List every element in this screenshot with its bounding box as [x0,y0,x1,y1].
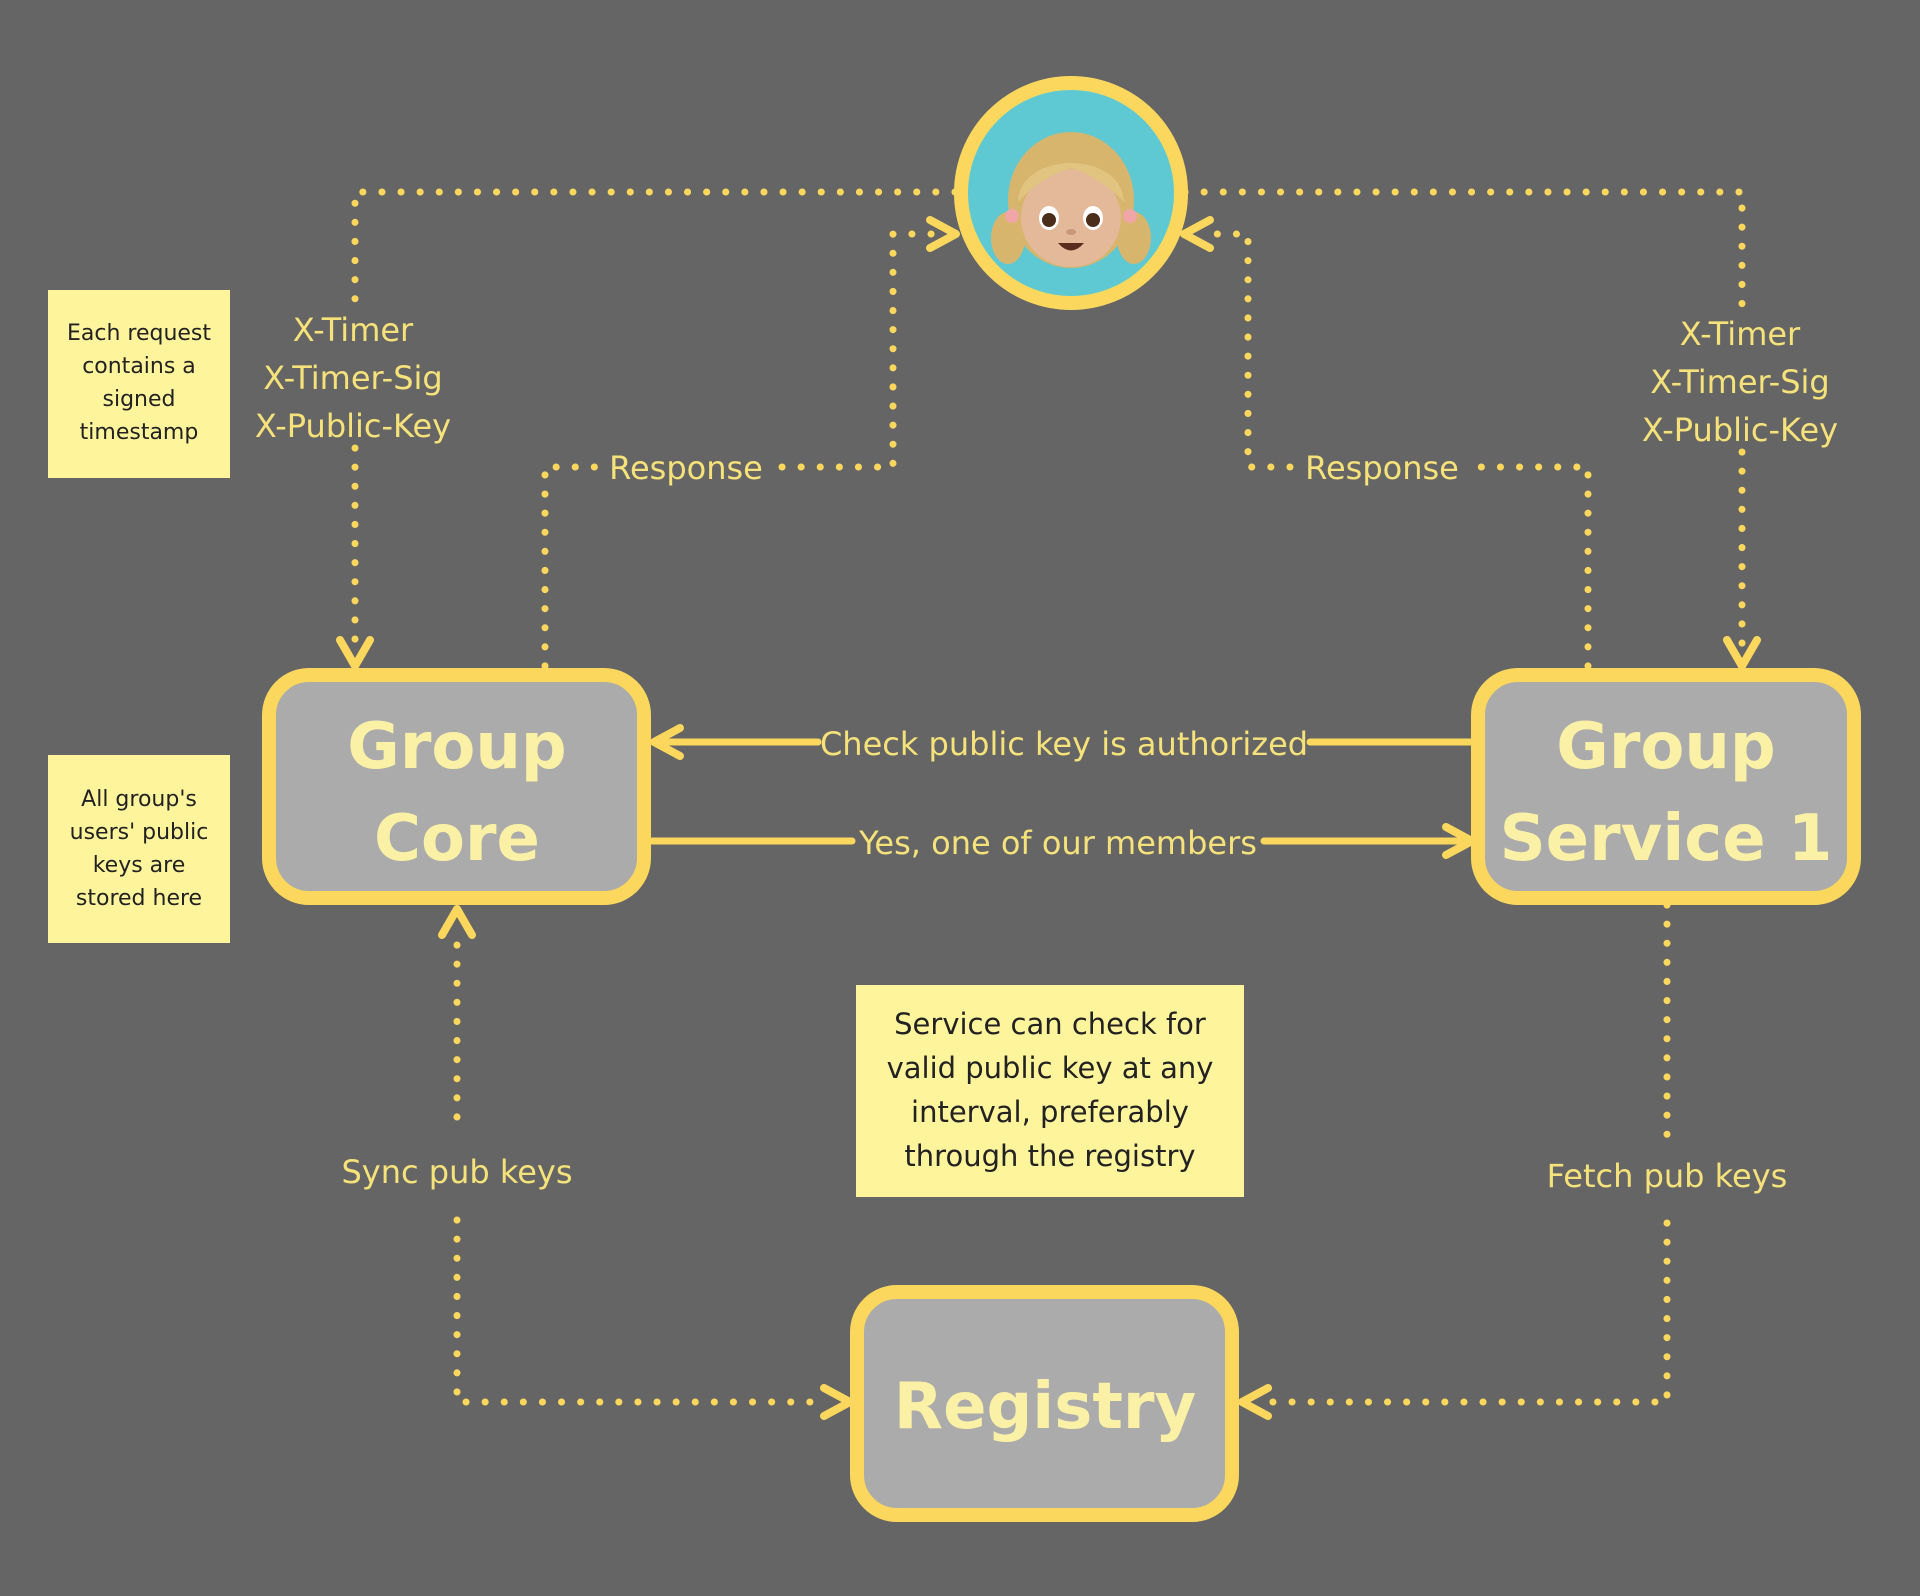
note-service-check-line1: Service can check for [894,1007,1206,1041]
arrowhead-registry-left [820,1384,854,1420]
edge-right-request [1181,188,1746,656]
right-response-label: Response [1305,449,1459,487]
girl-face-icon [991,132,1151,268]
arrowhead-core-sync [438,905,476,939]
arrowhead-core-in [336,636,374,670]
left-request-line3: X-Public-Key [255,407,451,445]
right-request-line2: X-Timer-Sig [1650,363,1829,401]
note-signed-timestamp-line2: contains a [82,354,196,379]
group-service-title-line2: Service 1 [1500,802,1833,876]
edge-fetch-keys [1268,901,1671,1406]
note-keys-stored: All group's users' public keys are store… [48,755,230,943]
edge-left-response [541,230,942,670]
note-service-check-line3: interval, preferably [911,1095,1189,1129]
left-request-line1: X-Timer [293,311,414,349]
registry-title: Registry [894,1370,1196,1444]
note-keys-stored-line2: users' public [70,820,209,845]
left-request-line2: X-Timer-Sig [263,359,442,397]
note-keys-stored-line1: All group's [81,787,197,812]
arrowhead-service-in [1723,636,1761,670]
note-keys-stored-line3: keys are [93,853,186,878]
group-core-title-line2: Core [374,802,540,876]
left-response-label: Response [609,449,763,487]
registry-node: Registry [850,1285,1239,1522]
note-signed-timestamp-line3: signed [103,387,176,412]
group-core-node: Group Core [262,668,651,905]
note-service-check-line4: through the registry [904,1139,1195,1173]
note-signed-timestamp: Each request contains a signed timestamp [48,290,230,478]
group-service-title-line1: Group [1556,710,1775,784]
note-service-check: Service can check for valid public key a… [856,985,1244,1197]
note-keys-stored-line4: stored here [76,886,202,911]
edge-left-request [351,188,959,654]
note-service-check-line2: valid public key at any [887,1051,1214,1085]
check-key-label: Check public key is authorized [820,725,1308,763]
fetch-keys-label: Fetch pub keys [1547,1157,1788,1195]
sync-keys-label: Sync pub keys [341,1153,572,1191]
right-request-line1: X-Timer [1680,315,1801,353]
arrowhead-core-check [650,724,684,760]
group-service-node: Group Service 1 [1471,668,1861,905]
arrowhead-registry-right [1238,1384,1272,1420]
group-core-title-line1: Group [347,710,566,784]
edge-sync-keys [453,941,826,1406]
arrowhead-user-left [926,216,960,252]
edge-right-response [1199,230,1592,670]
user-node [954,76,1188,310]
note-signed-timestamp-line4: timestamp [80,420,199,445]
arrowhead-user-right [1180,216,1214,252]
right-request-line3: X-Public-Key [1642,411,1838,449]
yes-member-label: Yes, one of our members [858,824,1257,862]
note-signed-timestamp-line1: Each request [67,321,211,346]
